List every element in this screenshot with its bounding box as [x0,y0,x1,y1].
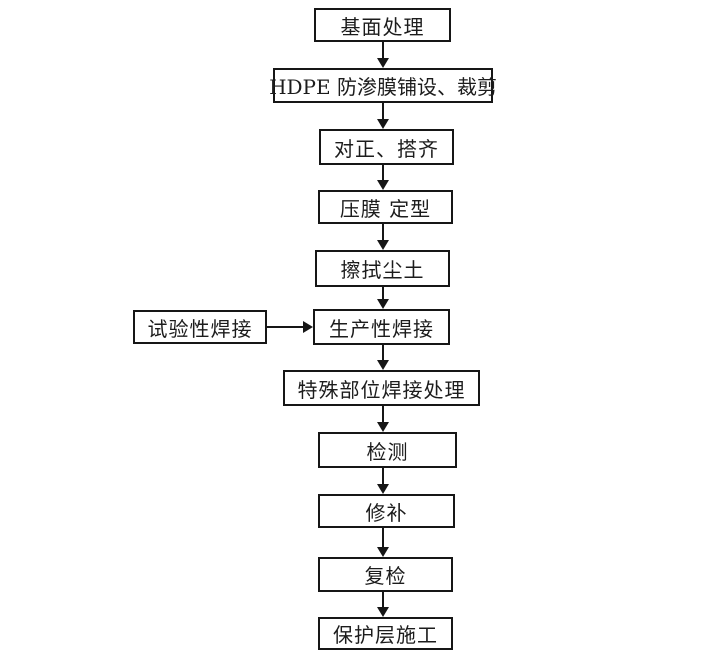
arrow-down-icon [377,240,389,250]
flow-node-recheck: 复检 [318,557,453,592]
arrow-down-icon [377,484,389,494]
arrow-line [382,592,384,608]
arrow-down-icon [377,547,389,557]
flow-node-special-parts-weld-treatment: 特殊部位焊接处理 [283,370,480,406]
arrow-down-icon [377,119,389,129]
arrow-down-icon [377,422,389,432]
flow-node-hdpe-membrane-laying-cutting: HDPE 防渗膜铺设、裁剪 [269,68,497,103]
arrow-line [382,406,384,423]
flow-node-trial-welding: 试验性焊接 [133,310,267,344]
flow-node-protective-layer-construction: 保护层施工 [318,617,453,650]
arrow-line [382,528,384,548]
flow-node-repair: 修补 [318,494,455,528]
arrow-down-icon [377,607,389,617]
arrow-down-icon [377,360,389,370]
arrow-line [382,103,384,120]
arrow-right-icon [303,321,313,333]
flow-node-wipe-dust: 擦拭尘土 [315,250,450,287]
arrow-line [267,326,304,328]
arrow-line [382,224,384,241]
flow-node-inspection: 检测 [318,432,457,468]
arrow-down-icon [377,58,389,68]
arrow-line [382,42,384,59]
flow-node-base-surface-treatment: 基面处理 [314,8,451,42]
flow-node-press-film-shaping: 压膜 定型 [318,190,453,224]
arrow-down-icon [377,299,389,309]
arrow-line [382,345,384,361]
flow-node-align-overlap: 对正、搭齐 [319,129,454,165]
arrow-line [382,287,384,300]
arrow-line [382,468,384,485]
arrow-down-icon [377,180,389,190]
flow-node-production-welding: 生产性焊接 [313,309,450,345]
arrow-line [382,165,384,181]
